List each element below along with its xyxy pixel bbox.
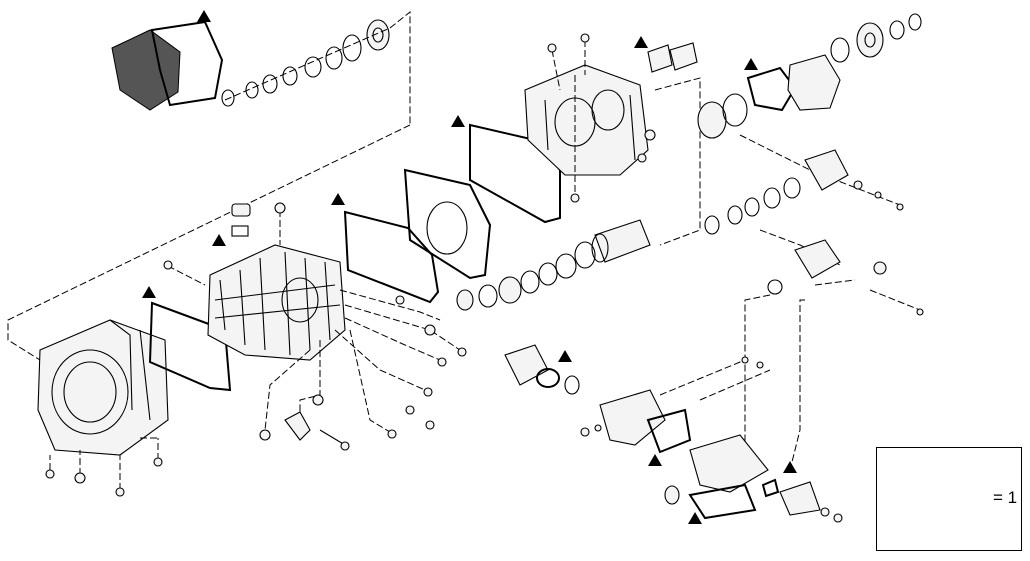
filled-triangle-icon	[451, 115, 465, 127]
rear-cover-assembly	[524, 33, 698, 203]
output-assembly	[654, 13, 922, 246]
housing-leader-lines	[264, 289, 461, 433]
actuator-body	[599, 389, 666, 446]
seal-rings-row	[221, 19, 390, 107]
filled-triangle-icon	[688, 512, 702, 524]
filled-triangle-icon	[212, 234, 226, 246]
legend-equals-text: = 1	[993, 488, 1018, 507]
filled-triangle-icon	[634, 36, 648, 48]
leader-line-long	[7, 124, 411, 361]
output-gasket	[746, 66, 797, 112]
main-gear-housing	[207, 244, 346, 361]
main-housing-body	[207, 244, 346, 361]
actuator-housing	[689, 434, 769, 493]
housing-small-parts	[163, 202, 286, 286]
shaft-bearing-row	[456, 219, 651, 311]
output-housing	[787, 54, 841, 111]
cover-plate	[647, 44, 673, 73]
filled-triangle-icon	[558, 350, 572, 362]
end-cover	[111, 29, 181, 111]
breather-cap	[231, 203, 251, 217]
valve-seal-rings	[704, 177, 801, 235]
shift-cylinder	[594, 219, 651, 263]
leader-line-top	[224, 10, 411, 125]
filled-triangle-icon	[648, 454, 662, 466]
triangle-markers	[142, 10, 797, 524]
housing-bolts	[259, 295, 467, 451]
bell-housing-bolts	[45, 437, 163, 497]
lower-actuator-assembly	[504, 344, 843, 523]
valve-assembly-upper	[704, 134, 924, 471]
filled-triangle-icon	[744, 58, 758, 70]
filled-triangle-icon	[783, 461, 797, 473]
bell-housing	[37, 319, 169, 456]
top-left-cover-assembly	[111, 10, 411, 125]
actuator-cover-gasket	[688, 483, 757, 520]
actuator-gasket	[646, 408, 692, 454]
bell-housing-body	[37, 319, 169, 456]
intermediate-plate	[403, 168, 492, 280]
legend-box	[876, 447, 1022, 551]
actuator-valve	[504, 344, 549, 386]
breather-seal	[231, 225, 249, 237]
filled-triangle-icon	[331, 193, 345, 205]
rear-cover-body	[524, 64, 649, 176]
valve-block	[794, 239, 841, 279]
filled-triangle-icon	[142, 286, 156, 298]
mid-gasket	[343, 210, 440, 304]
filled-triangle-icon	[197, 10, 211, 22]
